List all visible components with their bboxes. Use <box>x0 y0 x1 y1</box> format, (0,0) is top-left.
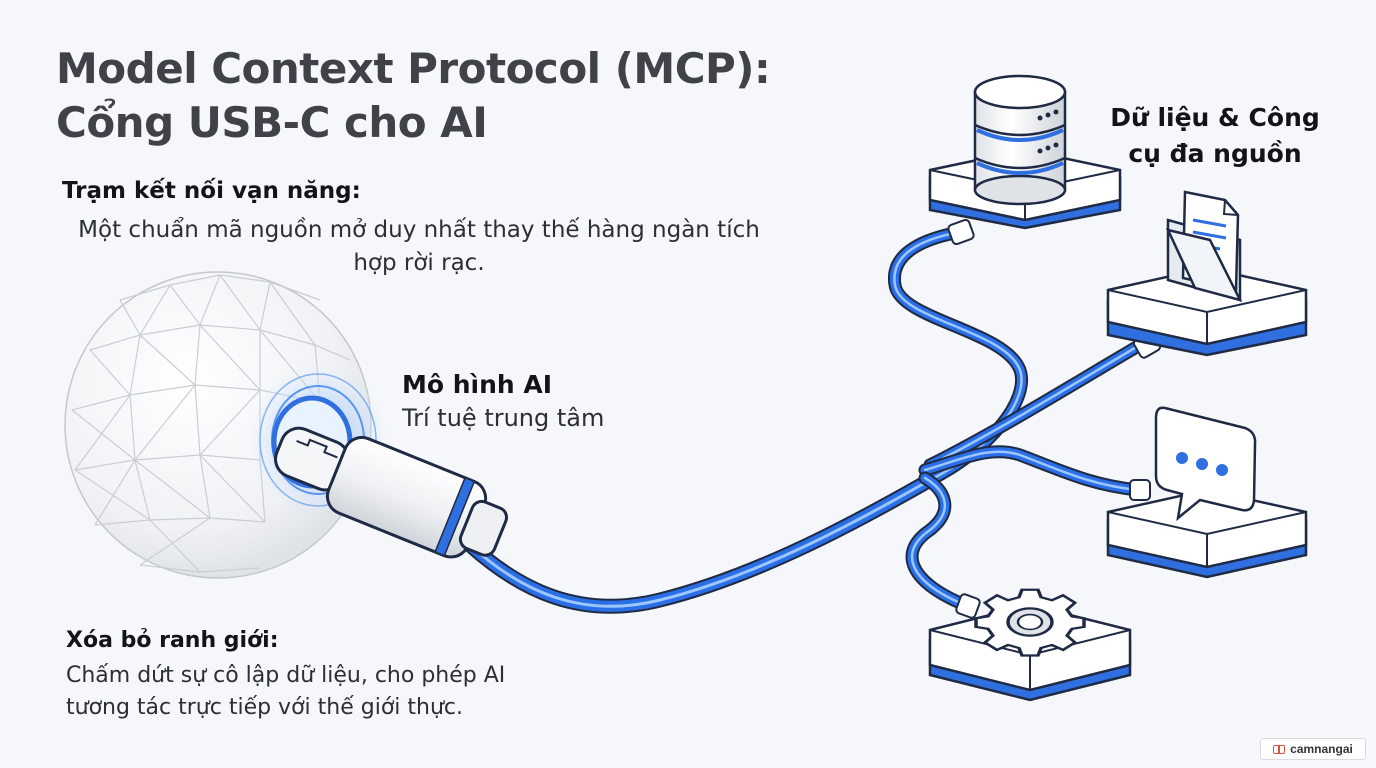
boundary-heading: Xóa bỏ ranh giới: <box>66 628 279 653</box>
document-node <box>1106 190 1308 357</box>
sources-heading: Dữ liệu & Công cụ đa nguồn <box>1104 100 1326 172</box>
brand-label: camnangai <box>1290 742 1353 756</box>
page-title: Model Context Protocol (MCP): Cổng USB-C… <box>56 42 771 150</box>
chat-bubble-icon <box>1154 406 1257 522</box>
boundary-description-line-1: Chấm dứt sự cô lập dữ liệu, cho phép AI <box>66 663 506 688</box>
hub-heading: Trạm kết nối vạn năng: <box>62 178 361 204</box>
ai-model-subtitle: Trí tuệ trung tâm <box>402 404 605 432</box>
boundary-description-line-2: tương tác trực tiếp với thế giới thực. <box>66 695 463 720</box>
gear-node <box>928 588 1132 702</box>
document-folder-icon <box>1165 190 1243 302</box>
database-icon <box>973 74 1067 206</box>
usb-c-plug <box>274 426 509 559</box>
ai-sphere <box>64 271 388 579</box>
book-icon <box>1273 744 1286 754</box>
title-line-2: Cổng USB-C cho AI <box>56 98 488 147</box>
gear-icon <box>974 588 1086 657</box>
title-line-1: Model Context Protocol (MCP): <box>56 44 771 93</box>
ai-model-heading: Mô hình AI <box>402 370 553 399</box>
brand-badge[interactable]: camnangai <box>1260 738 1366 760</box>
boundary-description: Chấm dứt sự cô lập dữ liệu, cho phép AI … <box>66 660 586 724</box>
hub-description: Một chuẩn mã nguồn mở duy nhất thay thế … <box>78 217 760 276</box>
chat-node <box>1106 406 1308 579</box>
sources-heading-line-2: cụ đa nguồn <box>1128 139 1302 168</box>
cable-network <box>462 218 1162 619</box>
node-platform <box>1106 266 1308 357</box>
sources-heading-line-1: Dữ liệu & Công <box>1110 103 1320 132</box>
node-platform <box>1106 488 1308 579</box>
database-node <box>928 74 1122 230</box>
